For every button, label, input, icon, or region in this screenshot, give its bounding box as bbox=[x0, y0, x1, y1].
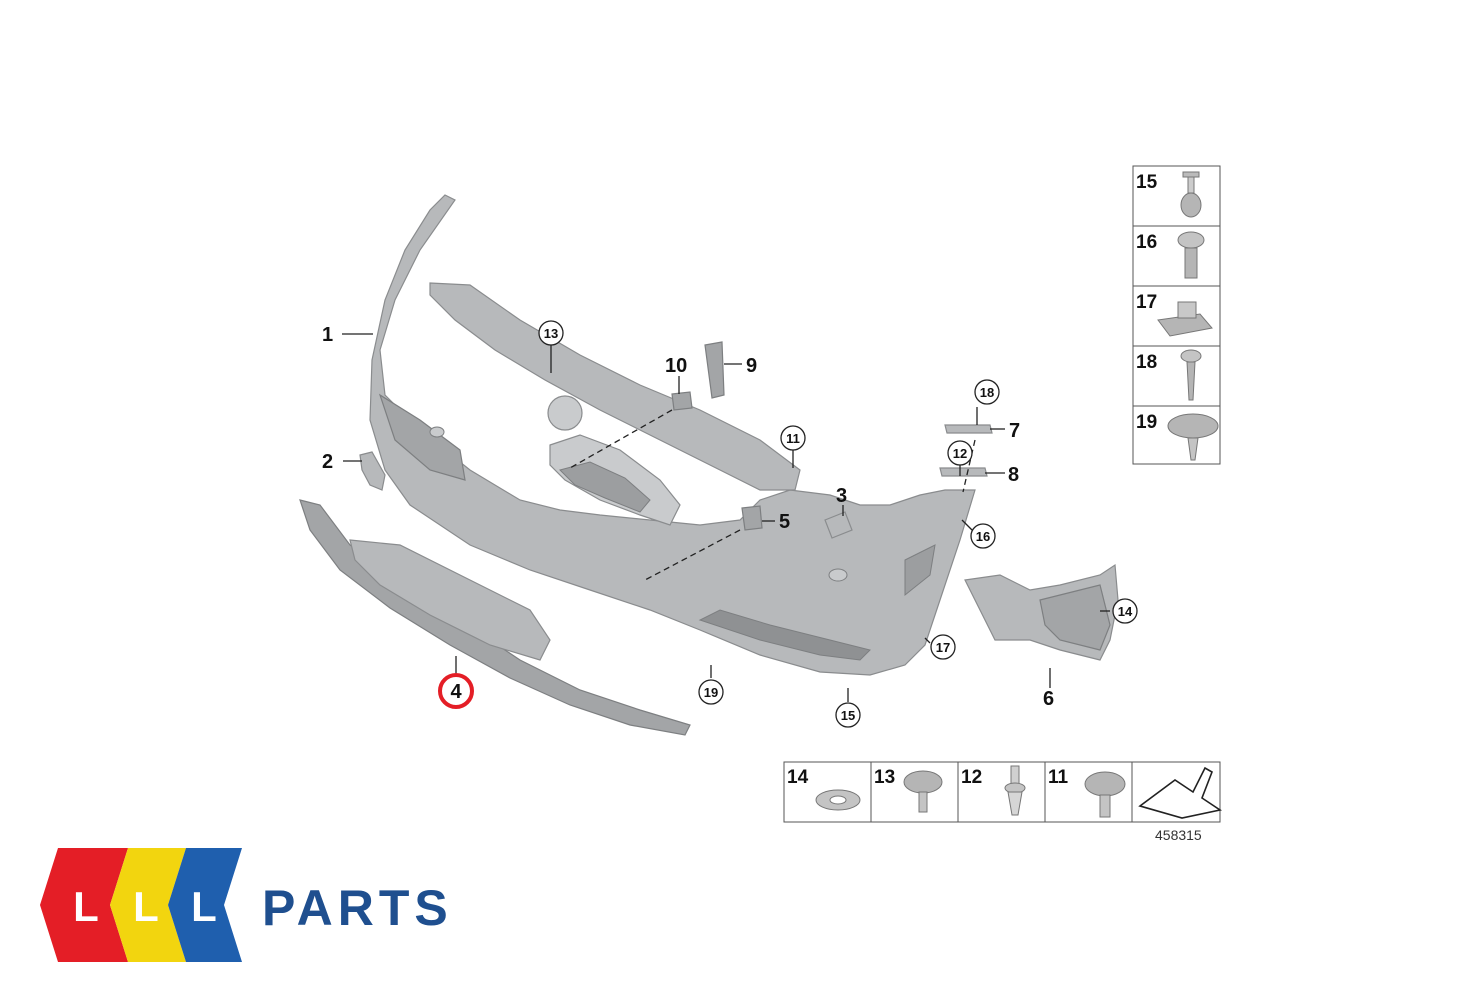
side-bracket bbox=[964, 563, 1119, 661]
callout-1: 1 bbox=[322, 324, 333, 346]
callout-9: 9 bbox=[746, 355, 757, 377]
right-fastener-table: 15 16 17 18 19 bbox=[1132, 165, 1221, 465]
table-right-18: 18 bbox=[1136, 352, 1157, 373]
table-bottom-13: 13 bbox=[874, 767, 895, 788]
arrow-icon bbox=[1138, 766, 1223, 819]
bolt-icon bbox=[1177, 231, 1205, 279]
callout-13: 13 bbox=[544, 326, 558, 341]
callout-19: 19 bbox=[704, 685, 718, 700]
self-tapping-screw-icon bbox=[1084, 771, 1126, 818]
reference-number: 458315 bbox=[1155, 827, 1202, 843]
table-bottom-11: 11 bbox=[1048, 767, 1069, 788]
logo-blue-chevron bbox=[168, 848, 242, 962]
callout-3: 3 bbox=[836, 485, 847, 507]
logo-brand-text: PARTS bbox=[262, 880, 453, 936]
callout-6: 6 bbox=[1043, 688, 1054, 710]
bumper-cover bbox=[369, 194, 976, 676]
callout-12: 12 bbox=[953, 446, 967, 461]
table-bottom-12: 12 bbox=[961, 767, 982, 788]
table-right-16: 16 bbox=[1136, 232, 1157, 253]
logo-red-chevron bbox=[40, 848, 128, 962]
callout-5: 5 bbox=[779, 511, 790, 533]
callout-15: 15 bbox=[841, 708, 855, 723]
highlighted-callout-4: 4 bbox=[438, 673, 474, 709]
table-right-17: 17 bbox=[1136, 292, 1157, 313]
rivet-icon bbox=[1167, 413, 1219, 461]
callout-18: 18 bbox=[980, 385, 994, 400]
plastic-rivet-icon bbox=[1004, 765, 1026, 816]
callout-14: 14 bbox=[1118, 604, 1133, 619]
upper-carrier bbox=[429, 282, 801, 491]
small-parts bbox=[359, 341, 993, 539]
logo-letter-3: L bbox=[191, 883, 217, 930]
callout-17: 17 bbox=[936, 640, 950, 655]
lower-spoiler bbox=[299, 499, 691, 736]
screw-icon bbox=[1180, 171, 1202, 218]
callout-7: 7 bbox=[1009, 420, 1020, 442]
table-right-15: 15 bbox=[1136, 172, 1158, 193]
clip-nut-icon bbox=[1157, 301, 1213, 337]
callout-10: 10 bbox=[665, 355, 687, 377]
flange-screw-icon bbox=[903, 770, 943, 813]
lll-parts-logo: L L L PARTS bbox=[40, 848, 453, 962]
callout-11: 11 bbox=[786, 431, 800, 446]
table-right-19: 19 bbox=[1136, 412, 1157, 433]
bottom-fastener-table: 14 13 12 11 458315 bbox=[783, 761, 1223, 843]
table-bottom-14: 14 bbox=[787, 767, 809, 788]
plain-callouts: 1 2 3 5 6 7 8 9 10 bbox=[322, 324, 1054, 710]
callout-2: 2 bbox=[322, 451, 333, 473]
circled-callouts: 13 11 18 12 16 14 17 19 15 bbox=[538, 320, 1138, 728]
speed-nut-icon bbox=[815, 789, 861, 811]
callout-16: 16 bbox=[976, 529, 990, 544]
long-screw-icon bbox=[1180, 349, 1202, 401]
logo-letter-1: L bbox=[73, 883, 99, 930]
callout-8: 8 bbox=[1008, 464, 1019, 486]
logo-yellow-chevron bbox=[110, 848, 186, 962]
callout-4: 4 bbox=[450, 681, 462, 703]
logo-letter-2: L bbox=[133, 883, 159, 930]
